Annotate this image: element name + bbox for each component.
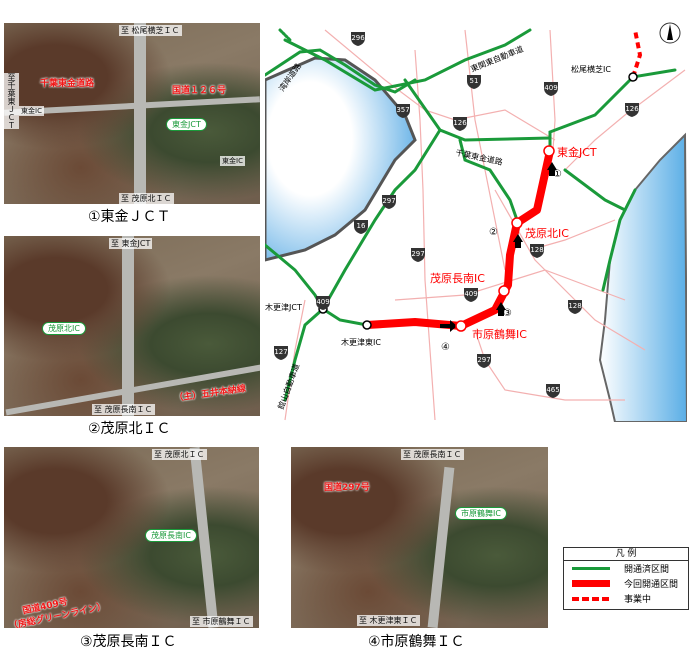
interchange-label: 茂原長南IC [145,529,197,542]
road-label: 国道297号 [324,483,370,493]
direction-label: 至 松尾横芝ＩＣ [119,25,182,36]
route-number: 409 [544,84,557,92]
interchange-label: 茂原北IC [42,322,86,335]
label-mobara-chonan-ic: 茂原長南IC [430,271,485,285]
route-number: 16 [357,222,366,230]
legend: 凡 例 開通済区間 今回開通区間 事業中 [563,547,689,610]
route-shield-icon [477,354,491,368]
route-shield-icon [316,296,330,310]
label-tateyama-expressway: 館山自動車道 [275,362,301,411]
small-label: 東金IC [19,106,44,116]
route-shield-icon [467,75,481,89]
route-number: 128 [530,246,543,254]
photo-togane-jct: 至 松尾横芝ＩＣ 至 茂原北ＩＣ 至千葉東ＪＣＴ 千葉東金道路 国道１２６号 東… [4,23,260,204]
interchange-label: 東金JCT [166,118,207,131]
tokyo-bay [265,56,417,262]
route-number: 297 [477,356,490,364]
direction-arrows [440,162,557,332]
label-togane-jct: 東金JCT [557,145,597,159]
legend-item-opened: 開通済区間 [564,561,688,576]
label-mobara-kita-ic: 茂原北IC [525,226,569,240]
small-label: 東金IC [220,156,245,166]
legend-swatch [572,596,610,601]
route-shield-icon [411,248,425,262]
photo-caption: ①東金ＪＣＴ [88,209,171,225]
legend-item-under-construction: 事業中 [564,591,688,606]
marker-1: ① [553,169,562,180]
route-shield-icon [354,220,368,234]
route-map: 東金JCT 茂原北IC 茂原長南IC 市原鶴舞IC 木更津東IC 木更津JCT … [265,20,687,422]
route-number: 465 [546,386,559,394]
direction-label: 至 市原鶴舞ＩＣ [190,616,253,627]
direction-label: 至 茂原北ＩＣ [119,193,174,204]
marker-3: ③ [503,308,512,319]
photo-ichihara-tsurumai-ic: 至 茂原長南ＩＣ 至 木更津東ＩＣ 市原鶴舞IC 国道297号 [291,447,548,628]
label-ichihara-tsurumai-ic: 市原鶴舞IC [472,327,527,341]
road-label: 千葉東金道路 [40,79,95,89]
route-number: 51 [470,77,479,85]
direction-label: 至 茂原長南ＩＣ [92,404,155,415]
route-number: 409 [464,290,477,298]
photo-mobara-kita-ic: 至 東金JCT 至 茂原長南ＩＣ 茂原北IC （主）五井本納線 [4,236,260,416]
label-kisarazu-jct: 木更津JCT [265,302,302,312]
higashikanto-expressway [283,28,532,92]
route-number: 126 [453,119,467,127]
route-number: 357 [396,106,409,114]
route-number: 297 [411,250,424,258]
route-number: 297 [382,197,395,205]
legend-swatch [572,580,610,587]
legend-label: 今回開通区間 [624,580,679,590]
direction-label: 至千葉東ＪＣＴ [4,73,19,129]
label-chiba-togane-road: 千葉東金道路 [455,147,504,167]
road-label: （主）五井本納線 [173,384,247,404]
direction-label: 至 木更津東ＩＣ [357,615,420,626]
route-shield-icon [625,103,639,117]
label-matsuo-yokoshiba-ic: 松尾横芝IC [571,64,611,74]
route-shield-icon [382,195,396,209]
chiba-togane-road [403,78,552,142]
legend-swatch [572,567,610,570]
photo-mobara-chonan-ic: 至 茂原北ＩＣ 至 市原鶴舞ＩＣ 茂原長南IC 国道409号 （房総グリーンライ… [4,447,259,628]
opened-section [366,150,554,330]
direction-label: 至 東金JCT [109,238,153,249]
photo-caption: ④市原鶴舞ＩＣ [368,634,465,650]
under-construction-section [631,29,643,78]
wangan-road [265,48,417,94]
interchange-label: 市原鶴舞IC [455,507,507,520]
direction-label: 至 茂原長南ＩＣ [401,449,464,460]
route-shield-icon [546,384,560,398]
direction-label: 至 茂原北ＩＣ [152,449,207,460]
pacific-ocean [598,132,687,422]
legend-item-newly-opened: 今回開通区間 [564,576,688,591]
marker-4: ④ [441,342,450,353]
road-label: 国道１２６号 [172,86,227,96]
svg-text:N: N [667,20,673,21]
marker-2: ② [489,227,498,238]
route-shield-icon [530,244,544,258]
photo-caption: ③茂原長南ＩＣ [80,634,177,650]
route-shield-icon [453,117,467,131]
label-kisarazu-higashi-ic: 木更津東IC [341,337,381,347]
route-number: 127 [274,348,287,356]
north-arrow-icon: N [659,20,681,44]
route-shield-icon [568,300,582,314]
route-number: 126 [625,105,639,113]
route-shield-icon [274,346,288,360]
legend-label: 開通済区間 [624,565,670,575]
legend-label: 事業中 [624,595,652,605]
route-number: 128 [568,302,581,310]
route-shield-icon [544,82,558,96]
photo-caption: ②茂原北ＩＣ [88,421,171,437]
route-shield-icon [464,288,478,302]
route-number: 409 [316,298,329,306]
route-shield-icon [396,104,410,118]
route-number: 296 [351,34,365,42]
legend-title: 凡 例 [564,548,688,561]
route-shield-icon [351,32,365,46]
